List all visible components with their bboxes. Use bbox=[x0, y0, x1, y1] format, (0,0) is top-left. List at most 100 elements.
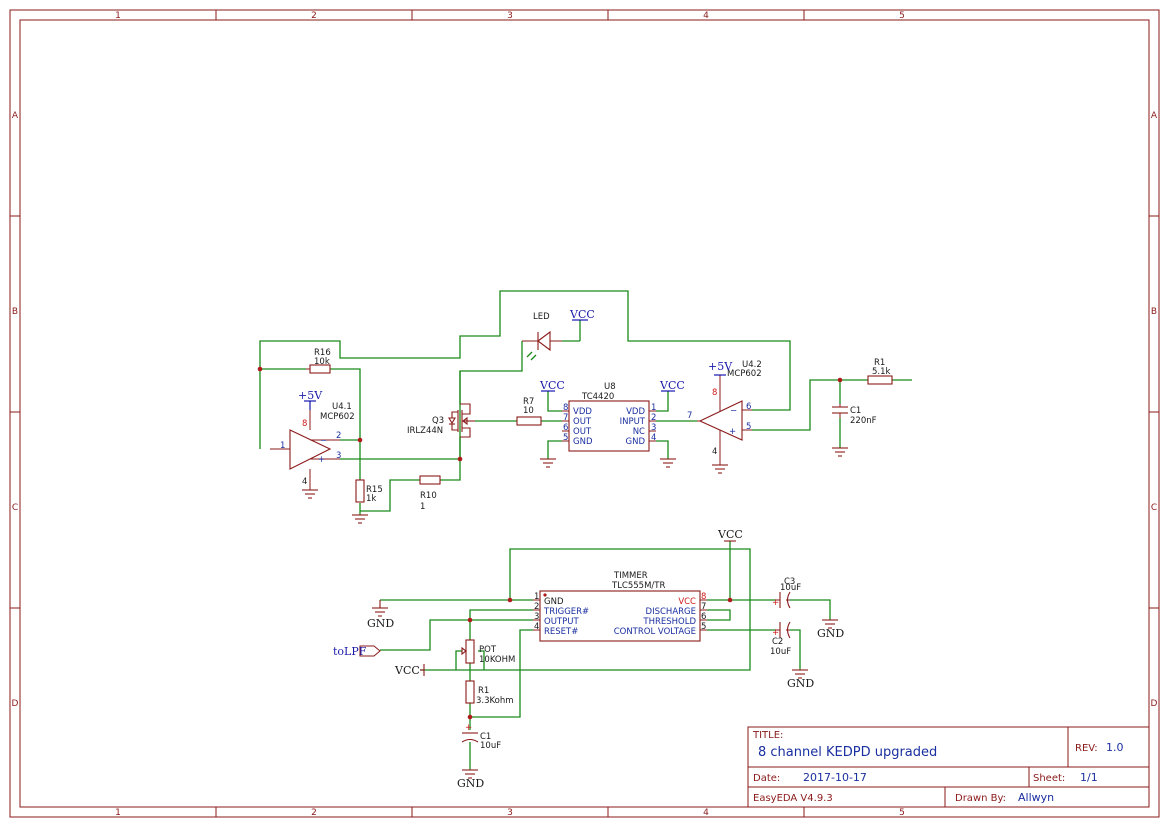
led-ref: LED bbox=[533, 312, 550, 322]
r1-upper-ref: R1 bbox=[874, 358, 885, 368]
c1-upper-ref: C1 bbox=[850, 406, 861, 416]
c2-ref: C2 bbox=[772, 637, 783, 647]
gnd-u8b bbox=[660, 458, 676, 468]
vcc-u8a-label: VCC bbox=[539, 379, 565, 392]
c1-lower-ref: C1 bbox=[480, 732, 491, 742]
u42-minus: − bbox=[730, 406, 737, 416]
u8-left-0: VDD bbox=[573, 407, 592, 417]
sheet-value: 1/1 bbox=[1080, 771, 1098, 784]
gnd-timer-left: GND bbox=[367, 600, 394, 630]
capacitor-c1-lower[interactable]: + C1 10uF bbox=[461, 723, 501, 751]
col-label-1-bottom: 1 bbox=[115, 808, 121, 818]
gnd-u8a bbox=[540, 458, 556, 468]
r1-lower-value: 3.3Kohm bbox=[476, 696, 514, 706]
resistor-r1-upper[interactable]: R1 5.1k bbox=[867, 358, 893, 385]
timer-right-2: THRESHOLD bbox=[642, 617, 696, 627]
gnd-c3: GND bbox=[817, 619, 844, 640]
u42-plus: + bbox=[729, 427, 736, 437]
vcc-led-label: VCC bbox=[569, 308, 595, 321]
power-vcc-led: VCC bbox=[569, 308, 595, 321]
col-label-5: 5 bbox=[899, 11, 905, 21]
u42-pin6: 6 bbox=[746, 402, 751, 412]
u8-ref: U8 bbox=[604, 382, 616, 392]
timer-right-1: DISCHARGE bbox=[646, 607, 696, 617]
vcc-top-label: VCC bbox=[717, 528, 743, 541]
col-label-3-bottom: 3 bbox=[507, 808, 513, 818]
opamp-u4-1[interactable]: − + 1 2 3 4 8 U4.1 MCP602 bbox=[270, 402, 355, 490]
lower-circuit: VCC TIMMER TLC555M/TR GND TRIGGER# OUTPU… bbox=[333, 528, 844, 790]
u41-pin4: 4 bbox=[302, 477, 307, 487]
c3-value: 10uF bbox=[780, 583, 801, 593]
opamp-u4-2[interactable]: − + 7 6 5 4 8 U4.2 MCP602 bbox=[687, 360, 762, 465]
c2-plus: + bbox=[772, 628, 779, 638]
rev-value: 1.0 bbox=[1106, 741, 1124, 754]
timer-lpin-3: 4 bbox=[534, 622, 539, 632]
power-5v-a-label: +5V bbox=[298, 389, 323, 402]
r16-value: 10k bbox=[314, 357, 330, 367]
capacitor-c1-upper[interactable]: C1 220nF bbox=[832, 404, 877, 426]
power-5v-b: +5V bbox=[708, 360, 733, 376]
row-label-c-right: C bbox=[1151, 503, 1157, 513]
timer-value: TLC555M/TR bbox=[611, 581, 665, 591]
u42-pin7: 7 bbox=[687, 411, 692, 421]
resistor-r7[interactable]: R7 10 bbox=[516, 397, 542, 426]
c3-ref: C3 bbox=[784, 577, 795, 587]
gnd-c3-label: GND bbox=[817, 627, 844, 640]
capacitor-c3[interactable]: + C3 10uF bbox=[772, 577, 801, 609]
resistor-r1-lower[interactable]: R1 3.3Kohm bbox=[465, 680, 514, 706]
resistor-r15[interactable]: R15 1k bbox=[355, 479, 383, 504]
u41-value: MCP602 bbox=[320, 412, 355, 422]
upper-circuit: − + 1 2 3 4 8 U4.1 MCP602 +5V R16 10k bbox=[257, 290, 912, 524]
gnd-c2: GND bbox=[787, 669, 814, 690]
pot-ref: POT bbox=[479, 645, 497, 655]
resistor-r10[interactable]: R10 1 bbox=[419, 475, 441, 512]
u8-value: TC4420 bbox=[581, 392, 614, 402]
r16-ref: R16 bbox=[314, 348, 331, 358]
u41-pin1: 1 bbox=[280, 441, 285, 451]
col-label-1: 1 bbox=[115, 11, 121, 21]
lower-wires bbox=[380, 541, 831, 770]
row-label-a-right: A bbox=[1151, 111, 1158, 121]
title-block: TITLE: 8 channel KEDPD upgraded REV: 1.0… bbox=[747, 726, 1150, 808]
col-label-3: 3 bbox=[507, 11, 513, 21]
led[interactable]: LED bbox=[522, 312, 562, 361]
u41-pin8: 8 bbox=[302, 419, 307, 429]
power-vcc-u8a: VCC bbox=[539, 379, 565, 392]
resistor-r16[interactable]: R16 10k bbox=[306, 348, 331, 374]
potentiometer-pot[interactable]: POT 10KOHM bbox=[461, 639, 515, 665]
title-label: TITLE: bbox=[752, 730, 783, 741]
gnd-u42 bbox=[712, 464, 728, 474]
timer-rpin-3: 5 bbox=[701, 622, 706, 632]
ic-u8-tc4420[interactable]: U8 TC4420 VDD OUT OUT GND 8 7 6 5 VDD IN… bbox=[562, 382, 656, 452]
u41-plus: + bbox=[318, 455, 325, 465]
net-port-tolpf[interactable]: toLPF bbox=[333, 645, 381, 658]
r1-lower-ref: R1 bbox=[478, 686, 489, 696]
r15-ref: R15 bbox=[366, 485, 383, 495]
r1-upper-value: 5.1k bbox=[872, 367, 891, 377]
c2-value: 10uF bbox=[770, 647, 791, 657]
u8-rpin-3: 4 bbox=[651, 433, 656, 443]
u8-lpin-0: 8 bbox=[563, 403, 568, 413]
col-label-4: 4 bbox=[703, 11, 709, 21]
power-vcc-top: VCC bbox=[717, 528, 743, 542]
r7-value: 10 bbox=[523, 406, 534, 416]
power-vcc-u8b: VCC bbox=[659, 379, 685, 392]
timer-left-2: OUTPUT bbox=[544, 617, 579, 627]
col-label-2-bottom: 2 bbox=[311, 808, 317, 818]
r7-ref: R7 bbox=[523, 397, 534, 407]
timer-rpin-1: 7 bbox=[701, 602, 706, 612]
capacitor-c2[interactable]: + C2 10uF bbox=[770, 621, 791, 657]
tolpf-label: toLPF bbox=[333, 645, 367, 658]
timer-left-1: TRIGGER# bbox=[543, 607, 589, 617]
timer-lpin-1: 2 bbox=[534, 602, 539, 612]
c1-lower-value: 10uF bbox=[480, 741, 501, 751]
gnd-c2-label: GND bbox=[787, 677, 814, 690]
u42-value: MCP602 bbox=[727, 369, 762, 379]
c1-upper-value: 220nF bbox=[850, 416, 877, 426]
vcc-left-label: VCC bbox=[394, 664, 420, 677]
ic-timer-tlc555[interactable]: TIMMER TLC555M/TR GND TRIGGER# OUTPUT RE… bbox=[533, 571, 707, 642]
mosfet-q3[interactable]: Q3 IRLZ44N bbox=[407, 403, 475, 438]
sheet-label: Sheet: bbox=[1033, 773, 1065, 784]
u8-right-3: GND bbox=[626, 437, 646, 447]
u8-left-1: OUT bbox=[573, 417, 592, 427]
